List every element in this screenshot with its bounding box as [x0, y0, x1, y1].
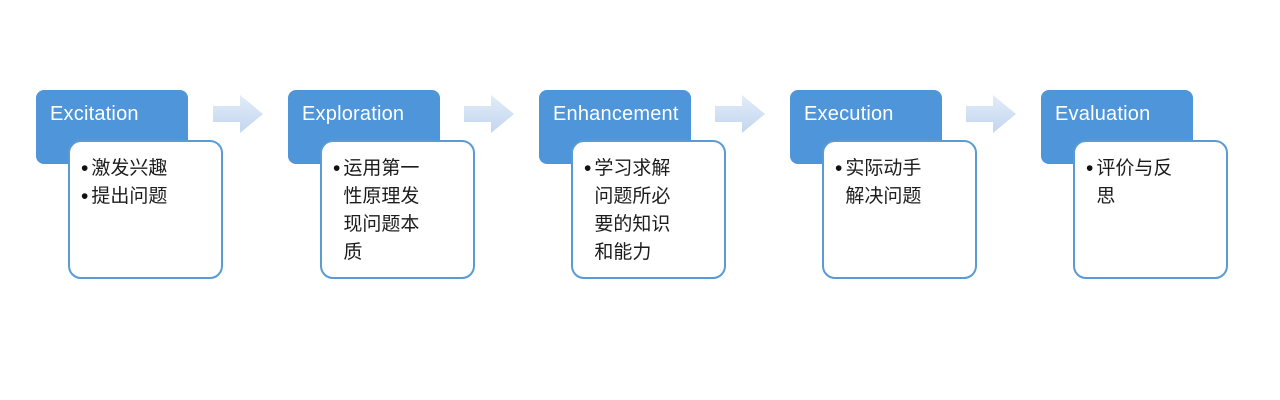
bullet-icon: •	[333, 157, 341, 180]
list-item: • 实际动手解决问题	[835, 155, 969, 211]
step-body: • 评价与反思	[1073, 140, 1228, 279]
flow-step-execution: Execution • 实际动手解决问题	[790, 90, 1016, 290]
arrow-right-icon	[966, 95, 1016, 133]
arrow-right-icon	[213, 95, 263, 133]
bullet-icon: •	[1086, 157, 1094, 180]
bullet-text: 评价与反思	[1096, 158, 1173, 207]
list-item: • 激发兴趣	[81, 155, 215, 183]
arrow-right-icon	[715, 95, 765, 133]
bullet-icon: •	[81, 185, 89, 208]
step-body: • 实际动手解决问题	[822, 140, 977, 279]
bullet-text: 运用第一性原理发现问题本质	[343, 158, 420, 263]
flow-step-excitation: Excitation • 激发兴趣 • 提出问题	[36, 90, 262, 290]
bullet-icon: •	[584, 157, 592, 180]
list-item: • 评价与反思	[1086, 155, 1220, 211]
arrow-right-icon	[464, 95, 514, 133]
list-item: • 提出问题	[81, 183, 215, 211]
flow-step-evaluation: Evaluation • 评价与反思	[1041, 90, 1267, 290]
bullet-icon: •	[81, 157, 89, 180]
step-body: • 学习求解问题所必要的知识和能力	[571, 140, 726, 279]
step-title: Exploration	[302, 103, 405, 125]
step-title: Evaluation	[1055, 103, 1151, 125]
flow-step-exploration: Exploration • 运用第一性原理发现问题本质	[288, 90, 514, 290]
step-title: Execution	[804, 103, 894, 125]
step-title: Enhancement	[553, 103, 679, 125]
list-item: • 运用第一性原理发现问题本质	[333, 155, 467, 267]
bullet-text: 提出问题	[91, 186, 168, 207]
flow-step-enhancement: Enhancement • 学习求解问题所必要的知识和能力	[539, 90, 765, 290]
bullet-text: 学习求解问题所必要的知识和能力	[594, 158, 671, 263]
step-body: • 激发兴趣 • 提出问题	[68, 140, 223, 279]
bullet-text: 实际动手解决问题	[845, 158, 922, 207]
bullet-icon: •	[835, 157, 843, 180]
step-body: • 运用第一性原理发现问题本质	[320, 140, 475, 279]
step-title: Excitation	[50, 103, 139, 125]
list-item: • 学习求解问题所必要的知识和能力	[584, 155, 718, 267]
bullet-text: 激发兴趣	[91, 158, 168, 179]
